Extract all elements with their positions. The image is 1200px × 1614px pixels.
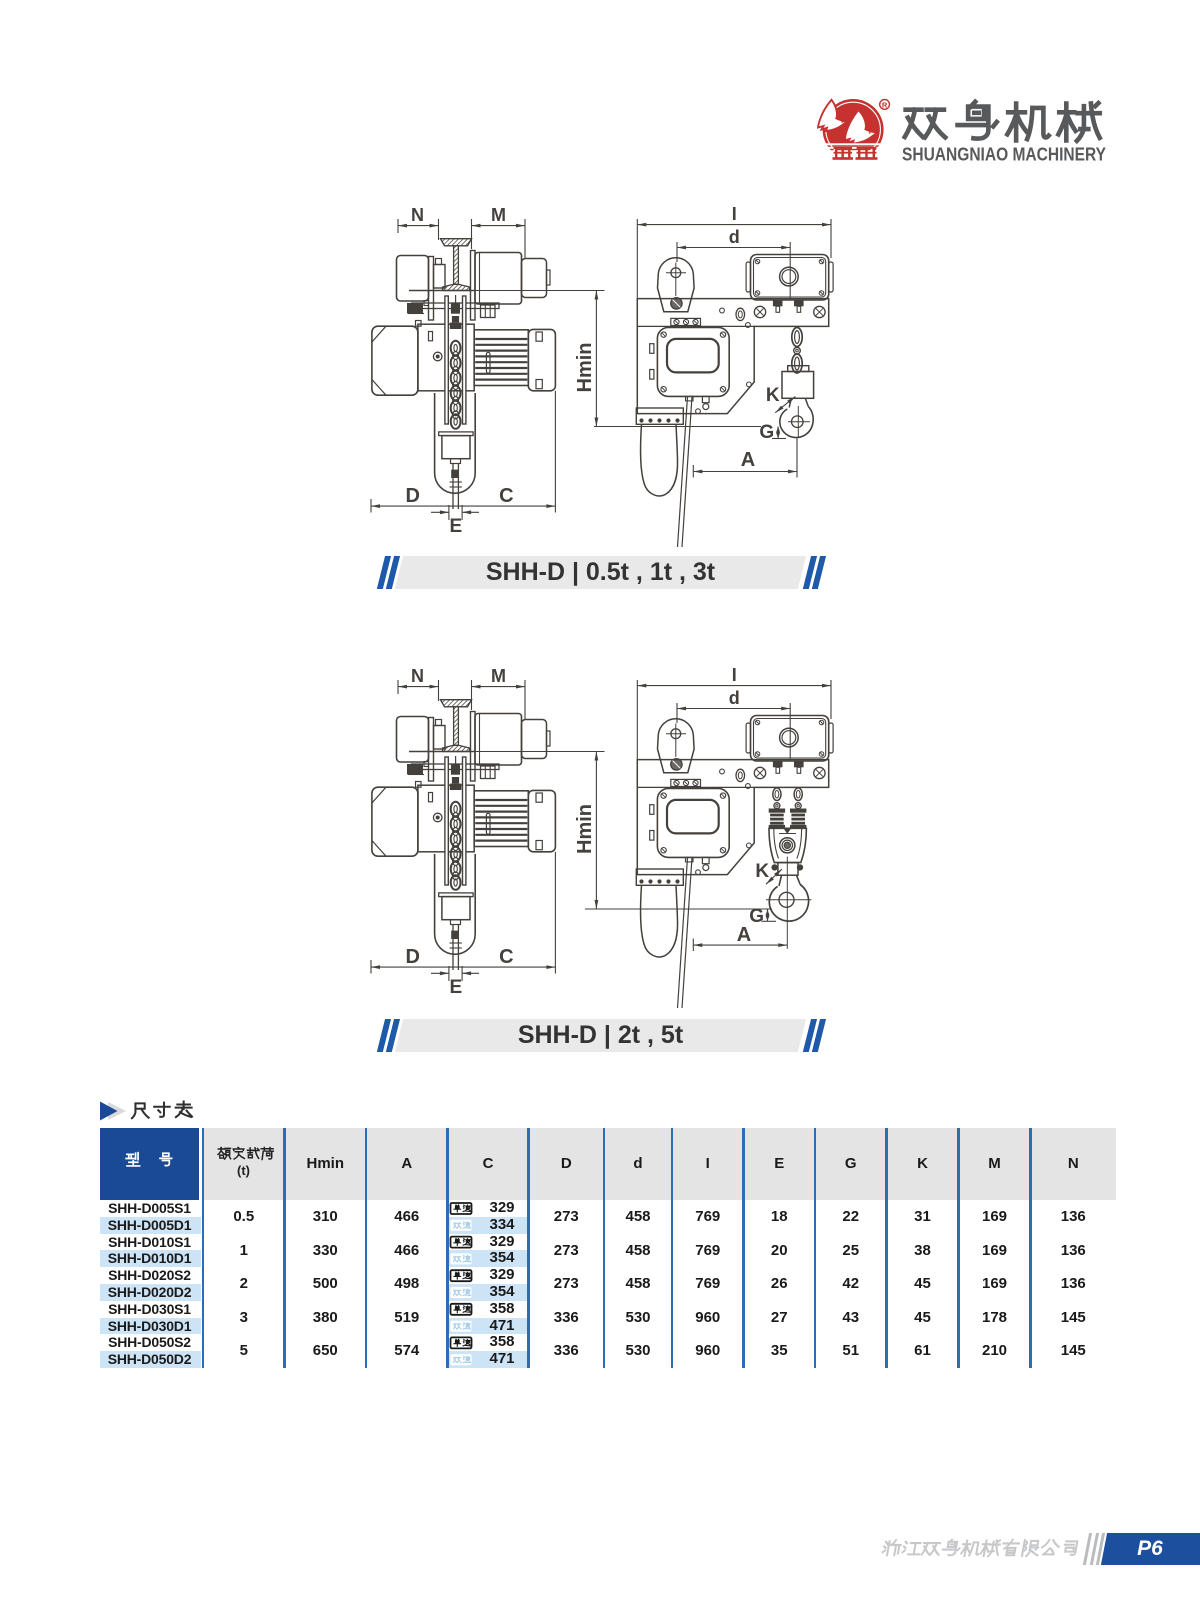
svg-text:SHUANGNIAO MACHINERY: SHUANGNIAO MACHINERY <box>902 145 1106 165</box>
svg-text:C: C <box>499 485 513 507</box>
svg-text:Hmin: Hmin <box>574 804 596 854</box>
svg-text:Hmin: Hmin <box>574 343 596 393</box>
svg-text:K: K <box>766 385 780 406</box>
svg-text:I: I <box>732 204 737 224</box>
svg-text:R: R <box>882 101 888 110</box>
svg-text:A: A <box>741 449 755 471</box>
svg-text:K: K <box>755 861 769 882</box>
svg-text:N: N <box>411 205 424 225</box>
svg-text:E: E <box>449 516 462 537</box>
svg-text:G: G <box>749 906 764 927</box>
svg-text:D: D <box>405 485 419 507</box>
svg-text:A: A <box>737 924 751 946</box>
svg-text:M: M <box>491 205 506 225</box>
svg-text:G: G <box>759 422 774 443</box>
svg-text:d: d <box>729 227 740 247</box>
